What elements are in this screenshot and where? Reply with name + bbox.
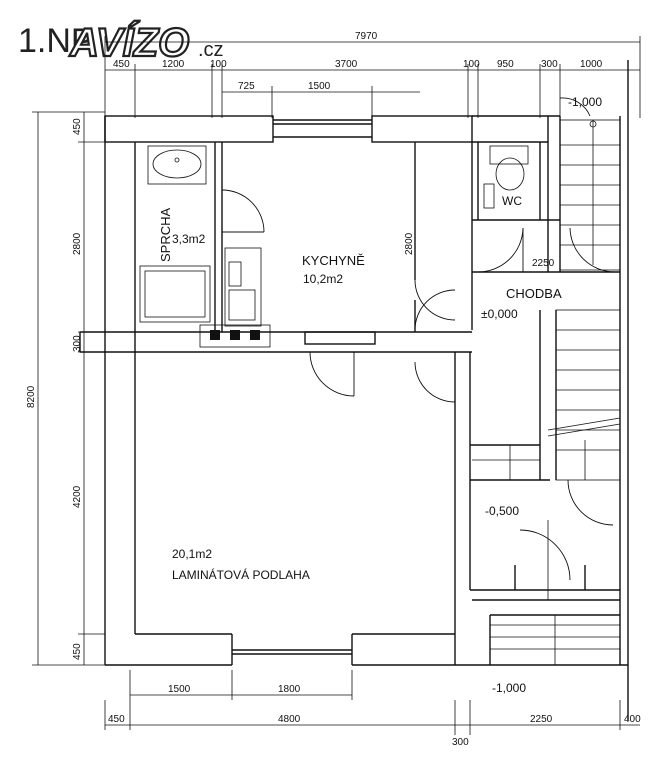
- dim-top-4: 100: [463, 59, 480, 70]
- dim-corridor-width: 2250: [532, 258, 555, 269]
- shower-name: SPRCHA: [158, 207, 173, 262]
- dim-overall-height: 8200: [26, 385, 37, 408]
- bottom-dimensions: [104, 670, 640, 735]
- dim-window-top-0: 725: [238, 81, 255, 92]
- top-dimensions: [104, 36, 641, 118]
- dim-kitchen-height: 2800: [404, 232, 415, 255]
- dim-window-top-1: 1500: [308, 81, 331, 92]
- toilet-tank: [489, 145, 529, 165]
- dim-top-2: 100: [210, 59, 227, 70]
- dim-left-1: 2800: [72, 232, 83, 255]
- stove: [199, 324, 271, 348]
- logo-suffix: .cz: [198, 39, 224, 61]
- dim-left-0: 450: [72, 118, 83, 135]
- dim-left-2: 300: [72, 335, 83, 352]
- dim-bottom-window-0: 1500: [168, 684, 191, 695]
- wc-name: WC: [502, 194, 522, 208]
- floor-label: 1.NP: [18, 22, 94, 60]
- dim-top-7: 1000: [580, 59, 603, 70]
- corridor-name: CHODBA: [506, 286, 562, 301]
- left-dimensions: [32, 111, 105, 666]
- toilet-bowl: [495, 157, 525, 191]
- dim-top-5: 950: [497, 59, 514, 70]
- interior-walls: [79, 116, 628, 666]
- avizo-logo: AVÍZO .cz: [68, 19, 224, 66]
- dim-top-6: 300: [541, 59, 558, 70]
- level-stair-top: -1,000: [568, 95, 602, 109]
- kitchen-sink: [224, 247, 262, 327]
- logo-text: AVÍZO: [69, 20, 189, 65]
- kitchen-area: 10,2m2: [303, 272, 343, 286]
- dim-bottom-3: 400: [624, 714, 641, 725]
- dim-left-3: 4200: [72, 485, 83, 508]
- dim-bottom-center: 300: [452, 737, 469, 748]
- dim-overall-width: 7970: [355, 31, 378, 42]
- stairs-lower: [490, 520, 620, 665]
- dim-bottom-0: 450: [108, 714, 125, 725]
- outer-walls: [104, 60, 629, 720]
- washbasin: [152, 149, 202, 179]
- level-landing: -0,500: [485, 504, 519, 518]
- dim-top-0: 450: [113, 59, 130, 70]
- kitchen-name: KYCHYNĚ: [302, 253, 365, 268]
- shower-area: 3,3m2: [172, 232, 206, 246]
- dim-top-3: 3700: [335, 59, 358, 70]
- level-stair-bottom: -1,000: [492, 681, 526, 695]
- stairs-upper: [559, 119, 621, 271]
- living-area: 20,1m2: [172, 547, 212, 561]
- corridor-level: ±0,000: [481, 307, 518, 321]
- dim-bottom-2: 2250: [530, 714, 553, 725]
- dim-bottom-window-1: 1800: [278, 684, 301, 695]
- bathroom-fixtures: [139, 145, 529, 327]
- stairs-middle: [472, 309, 621, 481]
- doors: [221, 97, 616, 581]
- dim-top-1: 1200: [162, 59, 185, 70]
- dim-left-4: 450: [72, 643, 83, 660]
- dim-bottom-1: 4800: [278, 714, 301, 725]
- shower-tray: [139, 265, 211, 323]
- living-floor: LAMINÁTOVÁ PODLAHA: [172, 567, 310, 582]
